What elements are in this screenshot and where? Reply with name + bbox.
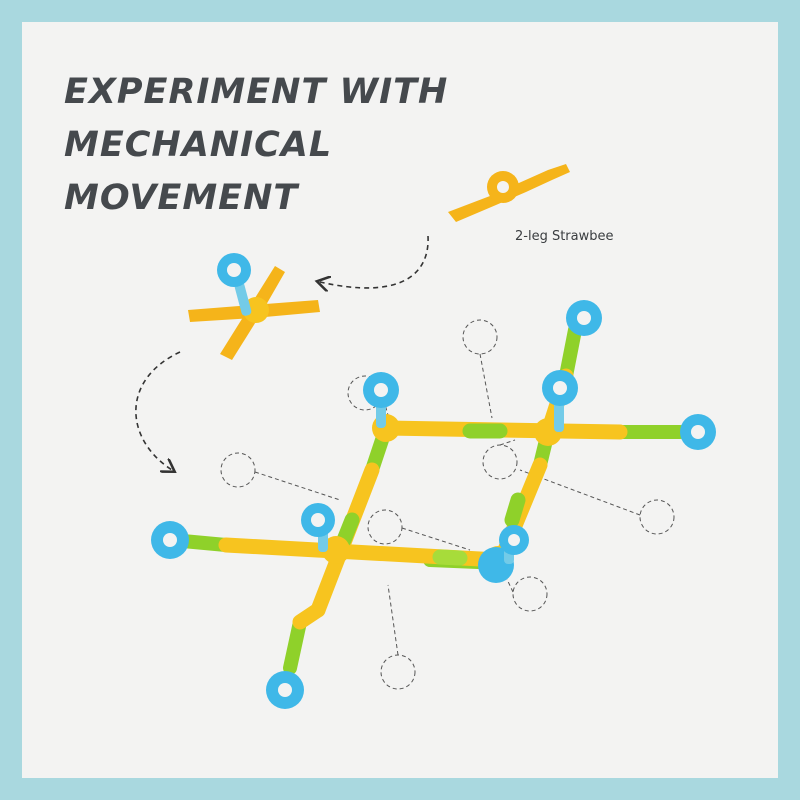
strawbee-label: 2-leg Strawbee: [515, 229, 614, 244]
dashed-circle-joint-marker: [639, 499, 675, 535]
dashed-circle-joint-marker: [512, 576, 548, 612]
dashed-circle-joint-marker: [380, 654, 416, 690]
mechanism-illustration: [135, 164, 716, 709]
dashed-circle-joint-marker: [220, 452, 256, 488]
headline-line-3: MOVEMENT: [64, 178, 299, 218]
dashed-joint-markers: [220, 319, 675, 690]
headline-line-1: EXPERIMENT WITH: [64, 72, 449, 112]
dashed-circle-joint-marker: [367, 509, 403, 545]
image-panel: EXPERIMENT WITH MECHANICAL MOVEMENT 2-le…: [22, 22, 778, 778]
straw-frame: [165, 323, 687, 675]
curved-dashed-arrow: [135, 351, 181, 470]
four-leg-strawbee-with-connector: [188, 253, 320, 360]
two-leg-strawbee: [448, 164, 570, 222]
headline-line-2: MECHANICAL: [64, 125, 333, 165]
dashed-circle-joint-marker: [462, 319, 498, 355]
blue-connectors: [151, 300, 716, 709]
dashed-circle-joint-marker: [482, 444, 518, 480]
headline: EXPERIMENT WITH MECHANICAL MOVEMENT: [64, 66, 448, 225]
curved-dashed-arrow: [320, 235, 429, 288]
